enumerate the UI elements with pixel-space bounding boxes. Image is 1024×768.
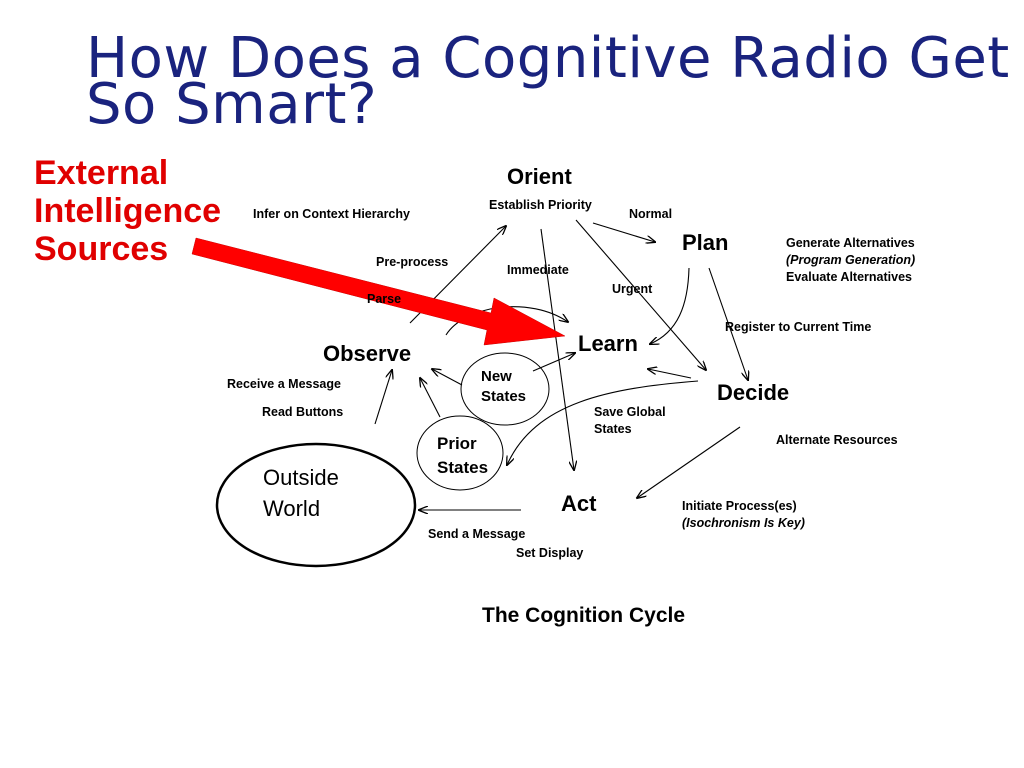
node-plan: Plan (682, 230, 729, 255)
label-send-message: Send a Message (428, 527, 526, 541)
arrow-orient-to-act (540, 228, 574, 470)
new-states-circle (460, 352, 550, 426)
label-generate-alternatives: Generate Alternatives (786, 236, 915, 250)
external-intelligence-arrow (191, 237, 566, 346)
prior-states-line-1: Prior (437, 434, 477, 453)
label-register-time: Register to Current Time (725, 320, 872, 334)
new-states-line-2: States (481, 388, 527, 405)
label-read-buttons: Read Buttons (262, 405, 344, 419)
arrow-prior-states-to-observe (420, 378, 441, 418)
node-learn: Learn (578, 331, 638, 356)
prior-states-circle (416, 415, 504, 491)
node-outside-world: Outside World (263, 462, 339, 524)
node-act: Act (561, 491, 597, 516)
outside-world-line-1: Outside (263, 465, 339, 490)
save-global-line-1: Save Global (594, 405, 666, 419)
label-alternate-resources: Alternate Resources (776, 433, 898, 447)
label-evaluate-alternatives: Evaluate Alternatives (786, 270, 912, 284)
new-states-line-1: New (481, 368, 512, 385)
label-pre-process: Pre-process (376, 255, 449, 269)
external-line-2: Intelligence (34, 192, 222, 230)
arrow-decide-to-learn (648, 369, 692, 379)
save-global-line-2: States (594, 422, 632, 436)
label-program-generation: (Program Generation) (786, 253, 916, 267)
label-isochronism: (Isochronism Is Key) (682, 516, 805, 530)
outside-world-ellipse (215, 442, 417, 568)
label-parse: Parse (367, 292, 402, 306)
external-line-1: External (34, 154, 169, 192)
arrow-orient-to-plan (592, 222, 655, 242)
node-orient: Orient (507, 164, 572, 189)
arrow-outside-world-to-observe (374, 370, 392, 425)
diagram-caption: The Cognition Cycle (482, 604, 686, 627)
label-initiate-process: Initiate Process(es) (682, 499, 797, 513)
label-infer-context: Infer on Context Hierarchy (253, 207, 410, 221)
label-urgent: Urgent (612, 282, 653, 296)
arrow-new-states-to-learn (532, 353, 575, 372)
label-immediate: Immediate (507, 263, 569, 277)
label-save-global-states: Save Global States (594, 404, 666, 438)
external-intelligence-sources: External Intelligence Sources (34, 154, 274, 268)
label-normal: Normal (629, 207, 673, 221)
node-new-states: New States (481, 367, 526, 407)
arrow-new-states-to-observe (432, 369, 463, 386)
label-set-display: Set Display (516, 546, 584, 560)
outside-world-line-2: World (263, 496, 321, 521)
arrow-plan-to-decide (708, 267, 748, 380)
external-line-3: Sources (34, 230, 169, 268)
slide-title: How Does a Cognitive Radio Get So Smart? (86, 26, 1010, 137)
prior-states-line-2: States (437, 458, 489, 477)
node-prior-states: Prior States (437, 432, 488, 480)
label-establish-priority: Establish Priority (489, 198, 592, 212)
label-receive-message: Receive a Message (227, 377, 341, 391)
arrow-plan-to-learn (650, 267, 690, 344)
node-observe: Observe (323, 341, 412, 366)
arrow-orient-to-decide (575, 219, 706, 370)
node-decide: Decide (717, 380, 790, 405)
arrow-decide-to-act (637, 426, 741, 498)
arrow-decide-to-prior-states (507, 380, 699, 465)
